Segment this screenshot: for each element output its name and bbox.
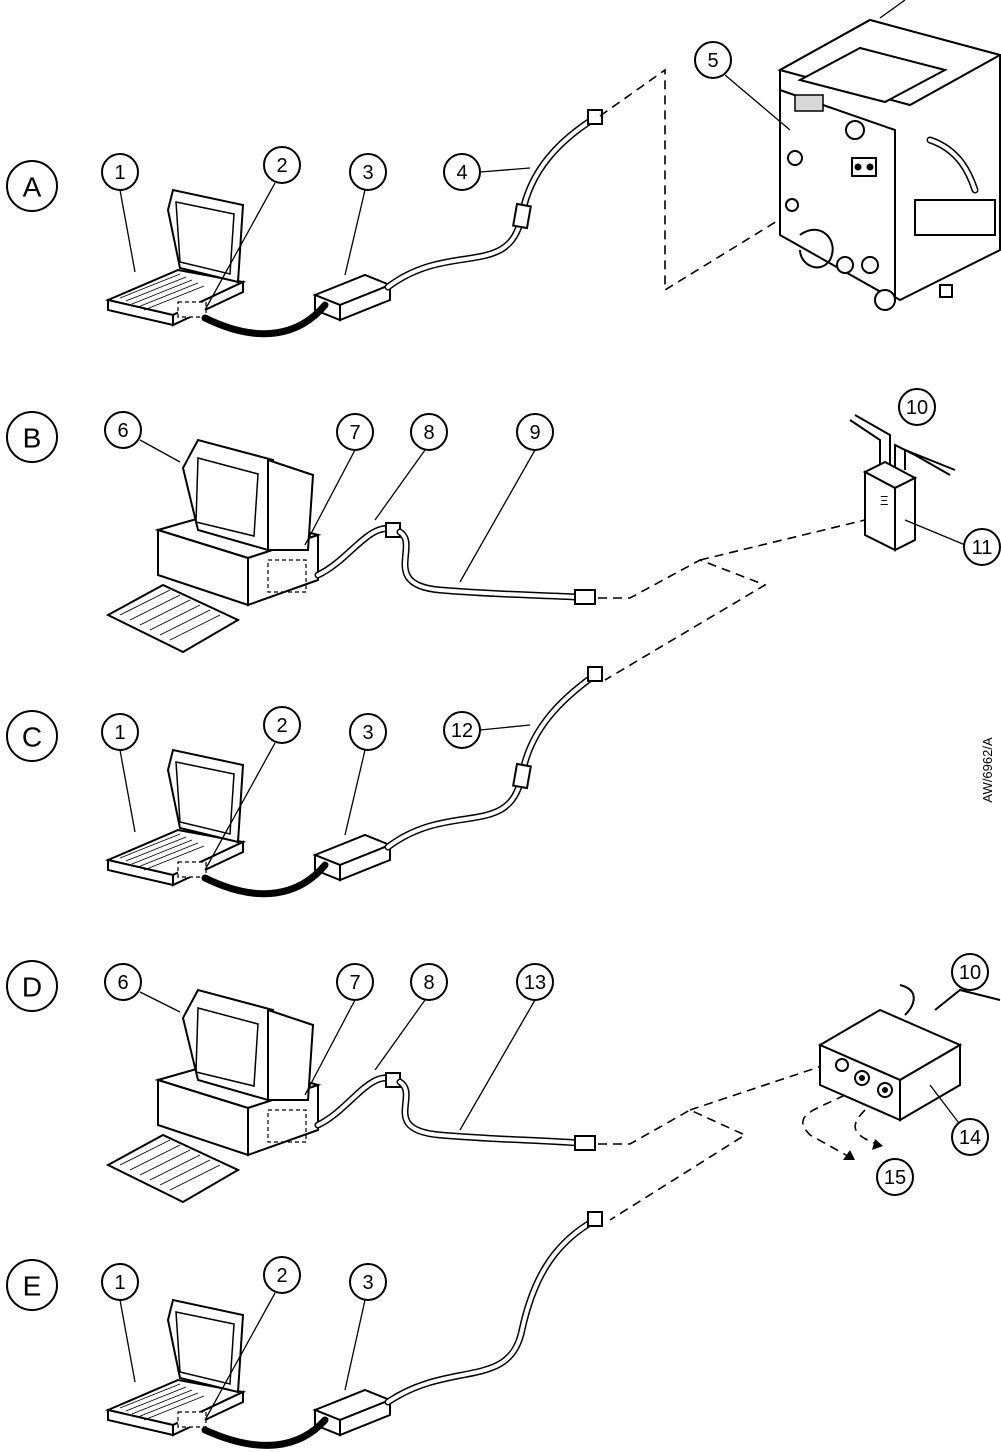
- callout-10: 10: [898, 388, 936, 426]
- svg-text:2: 2: [276, 715, 287, 737]
- callout-13: 13: [516, 963, 554, 1001]
- row-label-c: C: [6, 710, 58, 762]
- svg-text:3: 3: [362, 1272, 373, 1294]
- machine-5: [777, 0, 1001, 311]
- callout-9: 9: [516, 413, 554, 451]
- desktop-6: [107, 439, 319, 653]
- row-letters: A B C D E: [6, 160, 58, 1311]
- svg-text:11: 11: [972, 537, 993, 559]
- svg-text:3: 3: [362, 162, 373, 184]
- connection-path-b: [598, 559, 767, 681]
- svg-text:E: E: [23, 1271, 42, 1302]
- row-label-d: D: [6, 960, 58, 1012]
- row-label-b: B: [6, 411, 58, 463]
- svg-text:1: 1: [114, 1272, 125, 1294]
- callout-1: 1: [101, 713, 139, 751]
- svg-text:10: 10: [906, 397, 928, 419]
- cable-e: [384, 1216, 599, 1406]
- row-label-e: E: [6, 1259, 58, 1311]
- callout-3: 3: [349, 713, 387, 751]
- callout-8: 8: [410, 963, 448, 1001]
- row-a: [107, 0, 1001, 338]
- svg-text:C: C: [22, 722, 42, 753]
- row-b: Ξ: [107, 414, 956, 681]
- svg-text:8: 8: [423, 422, 434, 444]
- adapter-3: [314, 1389, 391, 1436]
- callout-12: 12: [443, 711, 481, 749]
- laptop-1: [107, 749, 244, 886]
- svg-text:6: 6: [117, 420, 128, 442]
- row-label-a: A: [6, 160, 58, 212]
- callout-1: 1: [101, 1263, 139, 1301]
- svg-text:1: 1: [114, 162, 125, 184]
- callout-6: 6: [104, 411, 142, 449]
- callout-7: 7: [336, 963, 374, 1001]
- leader-lines: [119, 74, 971, 1421]
- callout-5: 5: [694, 41, 732, 79]
- callout-15: 15: [876, 1158, 914, 1196]
- svg-text:7: 7: [349, 422, 360, 444]
- adapter-lead: [201, 301, 329, 338]
- wall-box-11: Ξ: [849, 414, 956, 552]
- figure-reference: AW/6962/A: [980, 737, 995, 803]
- svg-text:D: D: [22, 972, 42, 1003]
- callout-6: 6: [104, 963, 142, 1001]
- svg-text:12: 12: [451, 720, 473, 742]
- connection-path-d: [598, 1109, 747, 1221]
- svg-text:B: B: [23, 423, 42, 454]
- adapter-3: [314, 274, 391, 321]
- callout-7: 7: [336, 413, 374, 451]
- svg-text:2: 2: [276, 1265, 287, 1287]
- callouts: 1 2 3 4 5 6 7 8 9 10 11 1 2 3 12 6 7 8 1…: [101, 41, 1001, 1301]
- adapter-3: [314, 834, 391, 881]
- svg-text:6: 6: [117, 972, 128, 994]
- svg-text:1: 1: [114, 722, 125, 744]
- callout-2: 2: [263, 706, 301, 744]
- callout-14: 14: [951, 1118, 989, 1156]
- row-e: [107, 1211, 603, 1449]
- callout-11: 11: [963, 528, 1001, 566]
- callout-10: 10: [951, 953, 989, 991]
- svg-text:9: 9: [529, 422, 540, 444]
- laptop-1: [107, 1299, 244, 1436]
- svg-text:15: 15: [884, 1167, 906, 1189]
- callout-3: 3: [349, 1263, 387, 1301]
- svg-text:13: 13: [524, 972, 546, 994]
- row-c: [107, 666, 603, 898]
- laptop-1: [107, 189, 244, 326]
- svg-text:Ξ: Ξ: [880, 493, 888, 508]
- svg-text:4: 4: [456, 162, 467, 184]
- desktop-6: [107, 989, 319, 1203]
- svg-text:A: A: [23, 172, 42, 203]
- callout-1: 1: [101, 153, 139, 191]
- callout-8: 8: [410, 413, 448, 451]
- callout-2: 2: [263, 1256, 301, 1294]
- callout-4: 4: [443, 153, 481, 191]
- svg-text:10: 10: [959, 962, 981, 984]
- svg-text:2: 2: [276, 155, 287, 177]
- row-d: [107, 984, 1001, 1221]
- svg-text:14: 14: [959, 1127, 981, 1149]
- svg-text:3: 3: [362, 722, 373, 744]
- svg-text:5: 5: [707, 50, 718, 72]
- junction-box-14: [802, 984, 1001, 1161]
- svg-text:7: 7: [349, 972, 360, 994]
- callout-3: 3: [349, 153, 387, 191]
- svg-text:8: 8: [423, 972, 434, 994]
- callout-2: 2: [263, 146, 301, 184]
